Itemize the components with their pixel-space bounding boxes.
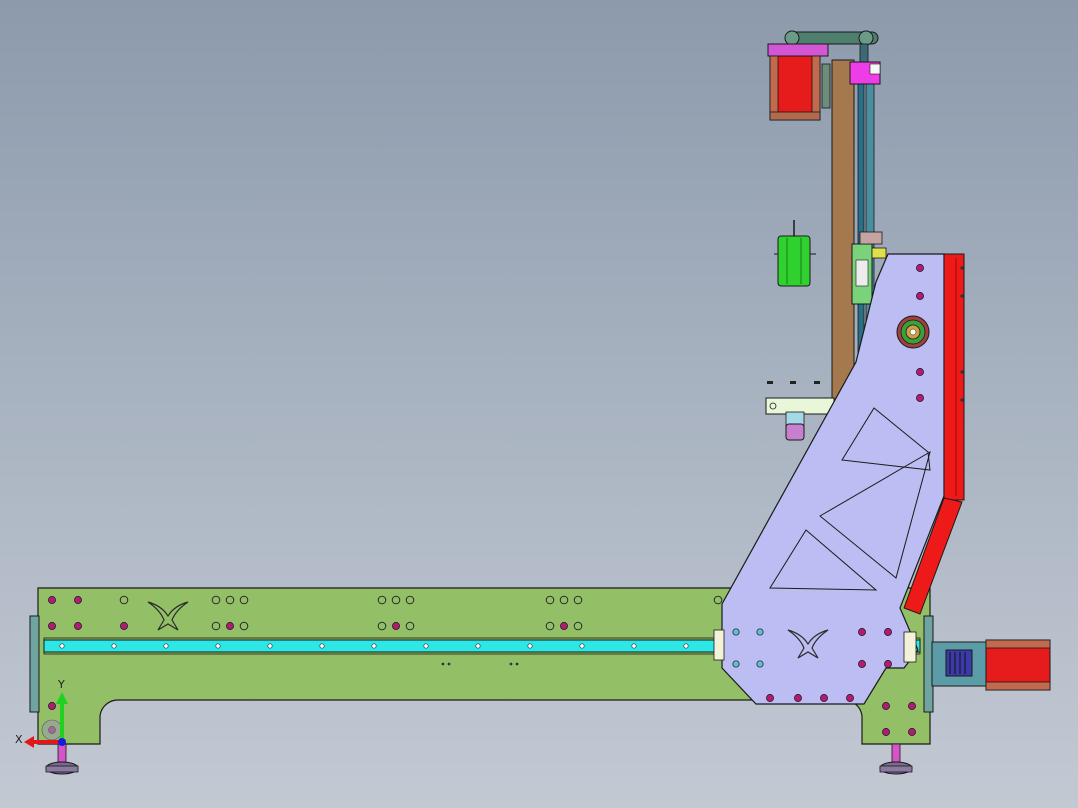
rail-screw — [579, 643, 585, 649]
rail-screw — [59, 643, 65, 649]
plate-bolt — [916, 394, 924, 402]
bolt-hole — [48, 702, 56, 710]
plate-bolt — [766, 694, 774, 702]
ring-bolt — [377, 595, 387, 605]
plate-bolt — [916, 292, 924, 300]
gantry-side-plate[interactable] — [713, 253, 945, 705]
beam-bolts — [48, 596, 916, 736]
ring-bolt — [545, 621, 555, 631]
ring-bolt — [405, 595, 415, 605]
ring-bolt — [405, 621, 415, 631]
cable-chain-diagonal — [903, 497, 963, 615]
plate-cutout-lower — [769, 529, 878, 591]
plate-bolt-cyan — [756, 628, 764, 636]
plate-bolt-cyan — [732, 628, 740, 636]
bolt-hole — [226, 622, 234, 630]
ring-bolt — [239, 595, 249, 605]
bolt-hole — [48, 622, 56, 630]
plate-cutout-mid — [819, 450, 931, 579]
rail-screw — [631, 643, 637, 649]
plate-bolt — [858, 628, 866, 636]
triad-x-label: X — [15, 733, 23, 746]
ring-bolt — [225, 595, 235, 605]
plate-bolts — [732, 264, 924, 702]
rail-screw — [371, 643, 377, 649]
cable-chain-vertical — [943, 253, 965, 501]
ring-bolt — [559, 595, 569, 605]
bolt-hole — [392, 622, 400, 630]
trident-logo-icon — [787, 629, 829, 659]
dots-row — [767, 381, 820, 384]
ring-bolt — [545, 595, 555, 605]
bolt-hole — [74, 622, 82, 630]
bolt-hole — [560, 622, 568, 630]
plate-bolt — [846, 694, 854, 702]
base-beam[interactable] — [29, 587, 934, 745]
collet — [785, 423, 805, 441]
plate-bolt-cyan — [732, 660, 740, 668]
ring-bolt — [119, 595, 129, 605]
rail-screw — [683, 643, 689, 649]
rail-screw — [163, 643, 169, 649]
rail-screw — [215, 643, 221, 649]
leveling-foot-left[interactable] — [45, 743, 79, 775]
rail-screw — [527, 643, 533, 649]
ring-bolt — [573, 595, 583, 605]
bolt-hole — [882, 702, 890, 710]
ring-bolt — [391, 595, 401, 605]
plate-cutout-upper — [841, 407, 931, 471]
cable-chain[interactable] — [903, 253, 965, 615]
rail-screw — [475, 643, 481, 649]
z-axis-motor-assembly[interactable] — [767, 43, 881, 121]
ring-bolt — [211, 621, 221, 631]
bolt-hole — [908, 702, 916, 710]
ring-bolt — [713, 595, 723, 605]
pulley-right — [858, 30, 874, 46]
plate-bolt — [916, 368, 924, 376]
beam-dots — [441, 662, 519, 666]
coordinate-triad-icon — [24, 692, 68, 748]
ring-bolt — [573, 621, 583, 631]
z-belt-drive[interactable] — [784, 30, 879, 63]
x-rail-frame — [43, 637, 921, 655]
plate-bolt — [884, 660, 892, 668]
bolt-hole — [882, 728, 890, 736]
trident-logo-icon — [147, 601, 189, 631]
bolt-hole — [48, 596, 56, 604]
triad-y-label: Y — [58, 678, 65, 691]
plate-bolt — [858, 660, 866, 668]
rail-screw — [267, 643, 273, 649]
ring-bolt — [377, 621, 387, 631]
spindle-motor[interactable] — [777, 235, 811, 287]
leveling-foot-right[interactable] — [879, 743, 913, 775]
rail-screw — [423, 643, 429, 649]
motor-bracket — [767, 43, 829, 57]
bolt-hole — [120, 622, 128, 630]
plate-bolt — [916, 264, 924, 272]
plate-bolt — [820, 694, 828, 702]
ring-bolt — [239, 621, 249, 631]
pulley-left — [784, 30, 800, 46]
x-axis-motor-assembly[interactable] — [931, 639, 1051, 691]
bearing-icon — [896, 315, 930, 349]
bolt-hole — [74, 596, 82, 604]
left-end-plate — [29, 615, 40, 713]
rail-screw — [319, 643, 325, 649]
plate-bolt-cyan — [756, 660, 764, 668]
plate-bolt — [884, 628, 892, 636]
rail-screw — [111, 643, 117, 649]
gantry-plate-body — [721, 253, 945, 705]
ring-bolt — [211, 595, 221, 605]
bolt-hole — [908, 728, 916, 736]
beam-ring-bolts — [119, 595, 841, 631]
plate-bolt — [794, 694, 802, 702]
